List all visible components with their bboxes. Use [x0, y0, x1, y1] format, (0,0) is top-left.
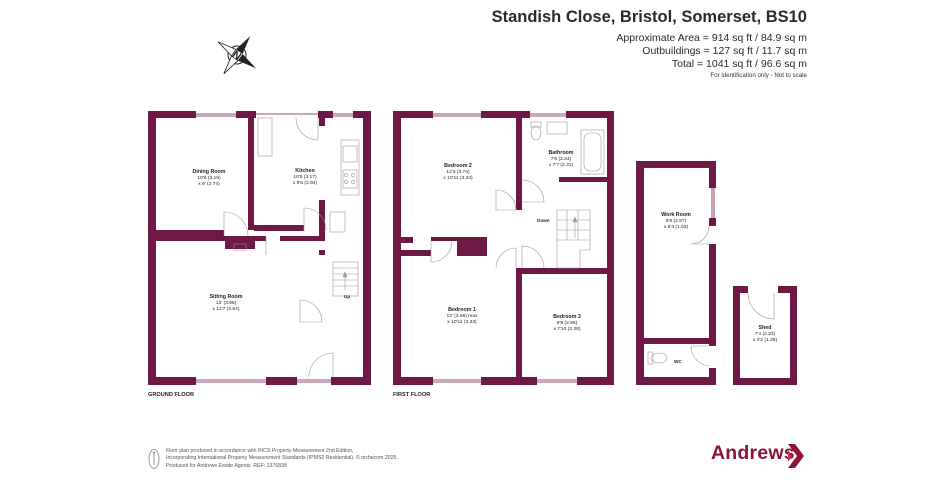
bathroom-dim2: x 7'7 (2.31) [549, 162, 574, 168]
ground-floor-plan [148, 111, 371, 385]
shed-dim1: 7'4 (2.23) [755, 331, 776, 337]
first-floor-plan [393, 111, 614, 385]
bathroom-name: Bathroom [548, 150, 573, 156]
shed-dim2: x 4'2 (1.28) [753, 337, 778, 343]
dining-room-name: Dining Room [193, 169, 226, 175]
bedroom3-dim2: x 7'10 (2.38) [553, 326, 580, 332]
first-floor-label: FIRST FLOOR [393, 392, 430, 398]
bathroom-dim1: 7'8 (2.34) [551, 156, 572, 162]
outbuildings-area: Outbuildings = 127 sq ft / 11.7 sq m [642, 45, 807, 57]
bedroom2-name: Bedroom 2 [444, 163, 472, 169]
stairs-down-label: Down [537, 218, 550, 223]
sitting-room-dim1: 13' (3.95) [216, 300, 237, 306]
footer-text: Floor plan produced in accordance with R… [166, 448, 398, 470]
kitchen-name: Kitchen [295, 168, 314, 174]
property-address: Standish Close, Bristol, Somerset, BS10 [491, 8, 807, 26]
approximate-area: Approximate Area = 914 sq ft / 84.9 sq m [616, 32, 807, 44]
footer-line1: Floor plan produced in accordance with R… [166, 448, 354, 454]
bedroom3-dim1: 9'8 (2.95) [557, 320, 578, 326]
sitting-room-name: Sitting Room [210, 294, 243, 300]
kitchen-dim1: 10'5 (3.17) [293, 174, 317, 180]
bedroom2-dim2: x 10'11 (3.34) [443, 175, 473, 181]
measurement-standard-icon [148, 449, 160, 469]
footer-line3: Produced for Andrews Estate Agents. REF:… [166, 462, 287, 469]
kitchen-dim2: x 9'8 (2.94) [293, 180, 318, 186]
not-to-scale-note: For identification only - Not to scale [710, 72, 807, 79]
ground-floor-label: GROUND FLOOR [148, 392, 194, 398]
bedroom1-dim1: 13' (3.96) max [446, 313, 478, 319]
dining-room-dim1: 10'6 (3.19) [197, 175, 221, 181]
footer-line2: Incorporating International Property Mea… [166, 455, 398, 462]
workroom-dim2: x 5'4 (1.63) [664, 224, 689, 230]
workroom-dim1: 9'9 (2.97) [666, 218, 687, 224]
bedroom1-dim2: x 10'11 (3.33) [447, 319, 477, 325]
workroom-name: Work Room [661, 212, 691, 218]
sitting-room-dim2: x 12'7 (3.84) [212, 306, 239, 312]
bedroom2-dim1: 12'3 (3.74) [446, 169, 470, 175]
workroom-outbuilding [636, 161, 716, 385]
brand-chevron-icon [788, 444, 804, 468]
dining-room-dim2: x 9' (2.74) [198, 181, 220, 187]
stairs-up-label: Up [344, 294, 350, 299]
bedroom1-name: Bedroom 1 [448, 307, 476, 313]
wc-label: WC [674, 359, 682, 364]
shed-name: Shed [759, 325, 772, 331]
compass-icon [217, 36, 256, 75]
brand-logo: Andrews [711, 442, 795, 464]
bedroom3-name: Bedroom 3 [553, 314, 581, 320]
total-area: Total = 1041 sq ft / 96.6 sq m [671, 58, 807, 70]
